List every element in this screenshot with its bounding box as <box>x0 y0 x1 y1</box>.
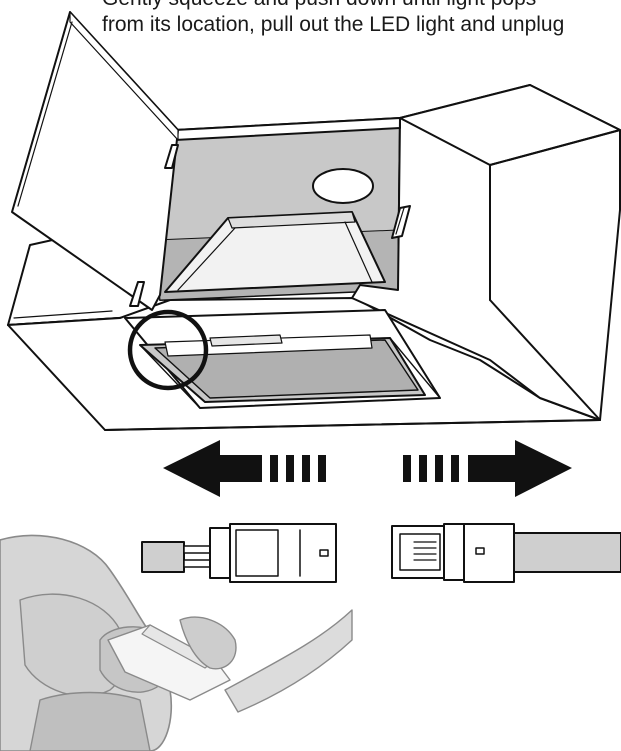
callout-circle <box>127 309 209 391</box>
arrow-right <box>403 440 572 497</box>
knockout-hole <box>312 168 374 204</box>
instruction-line-1: Gently squeeze and push down until light… <box>102 0 621 12</box>
connector-female <box>391 523 621 583</box>
hand-illustration <box>0 534 353 751</box>
instruction-line-2: from its location, pull out the LED ligh… <box>102 13 565 36</box>
housing-cavity <box>154 117 401 301</box>
connector-male <box>141 523 337 583</box>
instruction-text: Gently squeeze and push down until light… <box>102 0 621 38</box>
arrow-left <box>163 440 326 497</box>
housing-door-flap <box>11 11 179 311</box>
housing-right-body <box>351 84 621 421</box>
